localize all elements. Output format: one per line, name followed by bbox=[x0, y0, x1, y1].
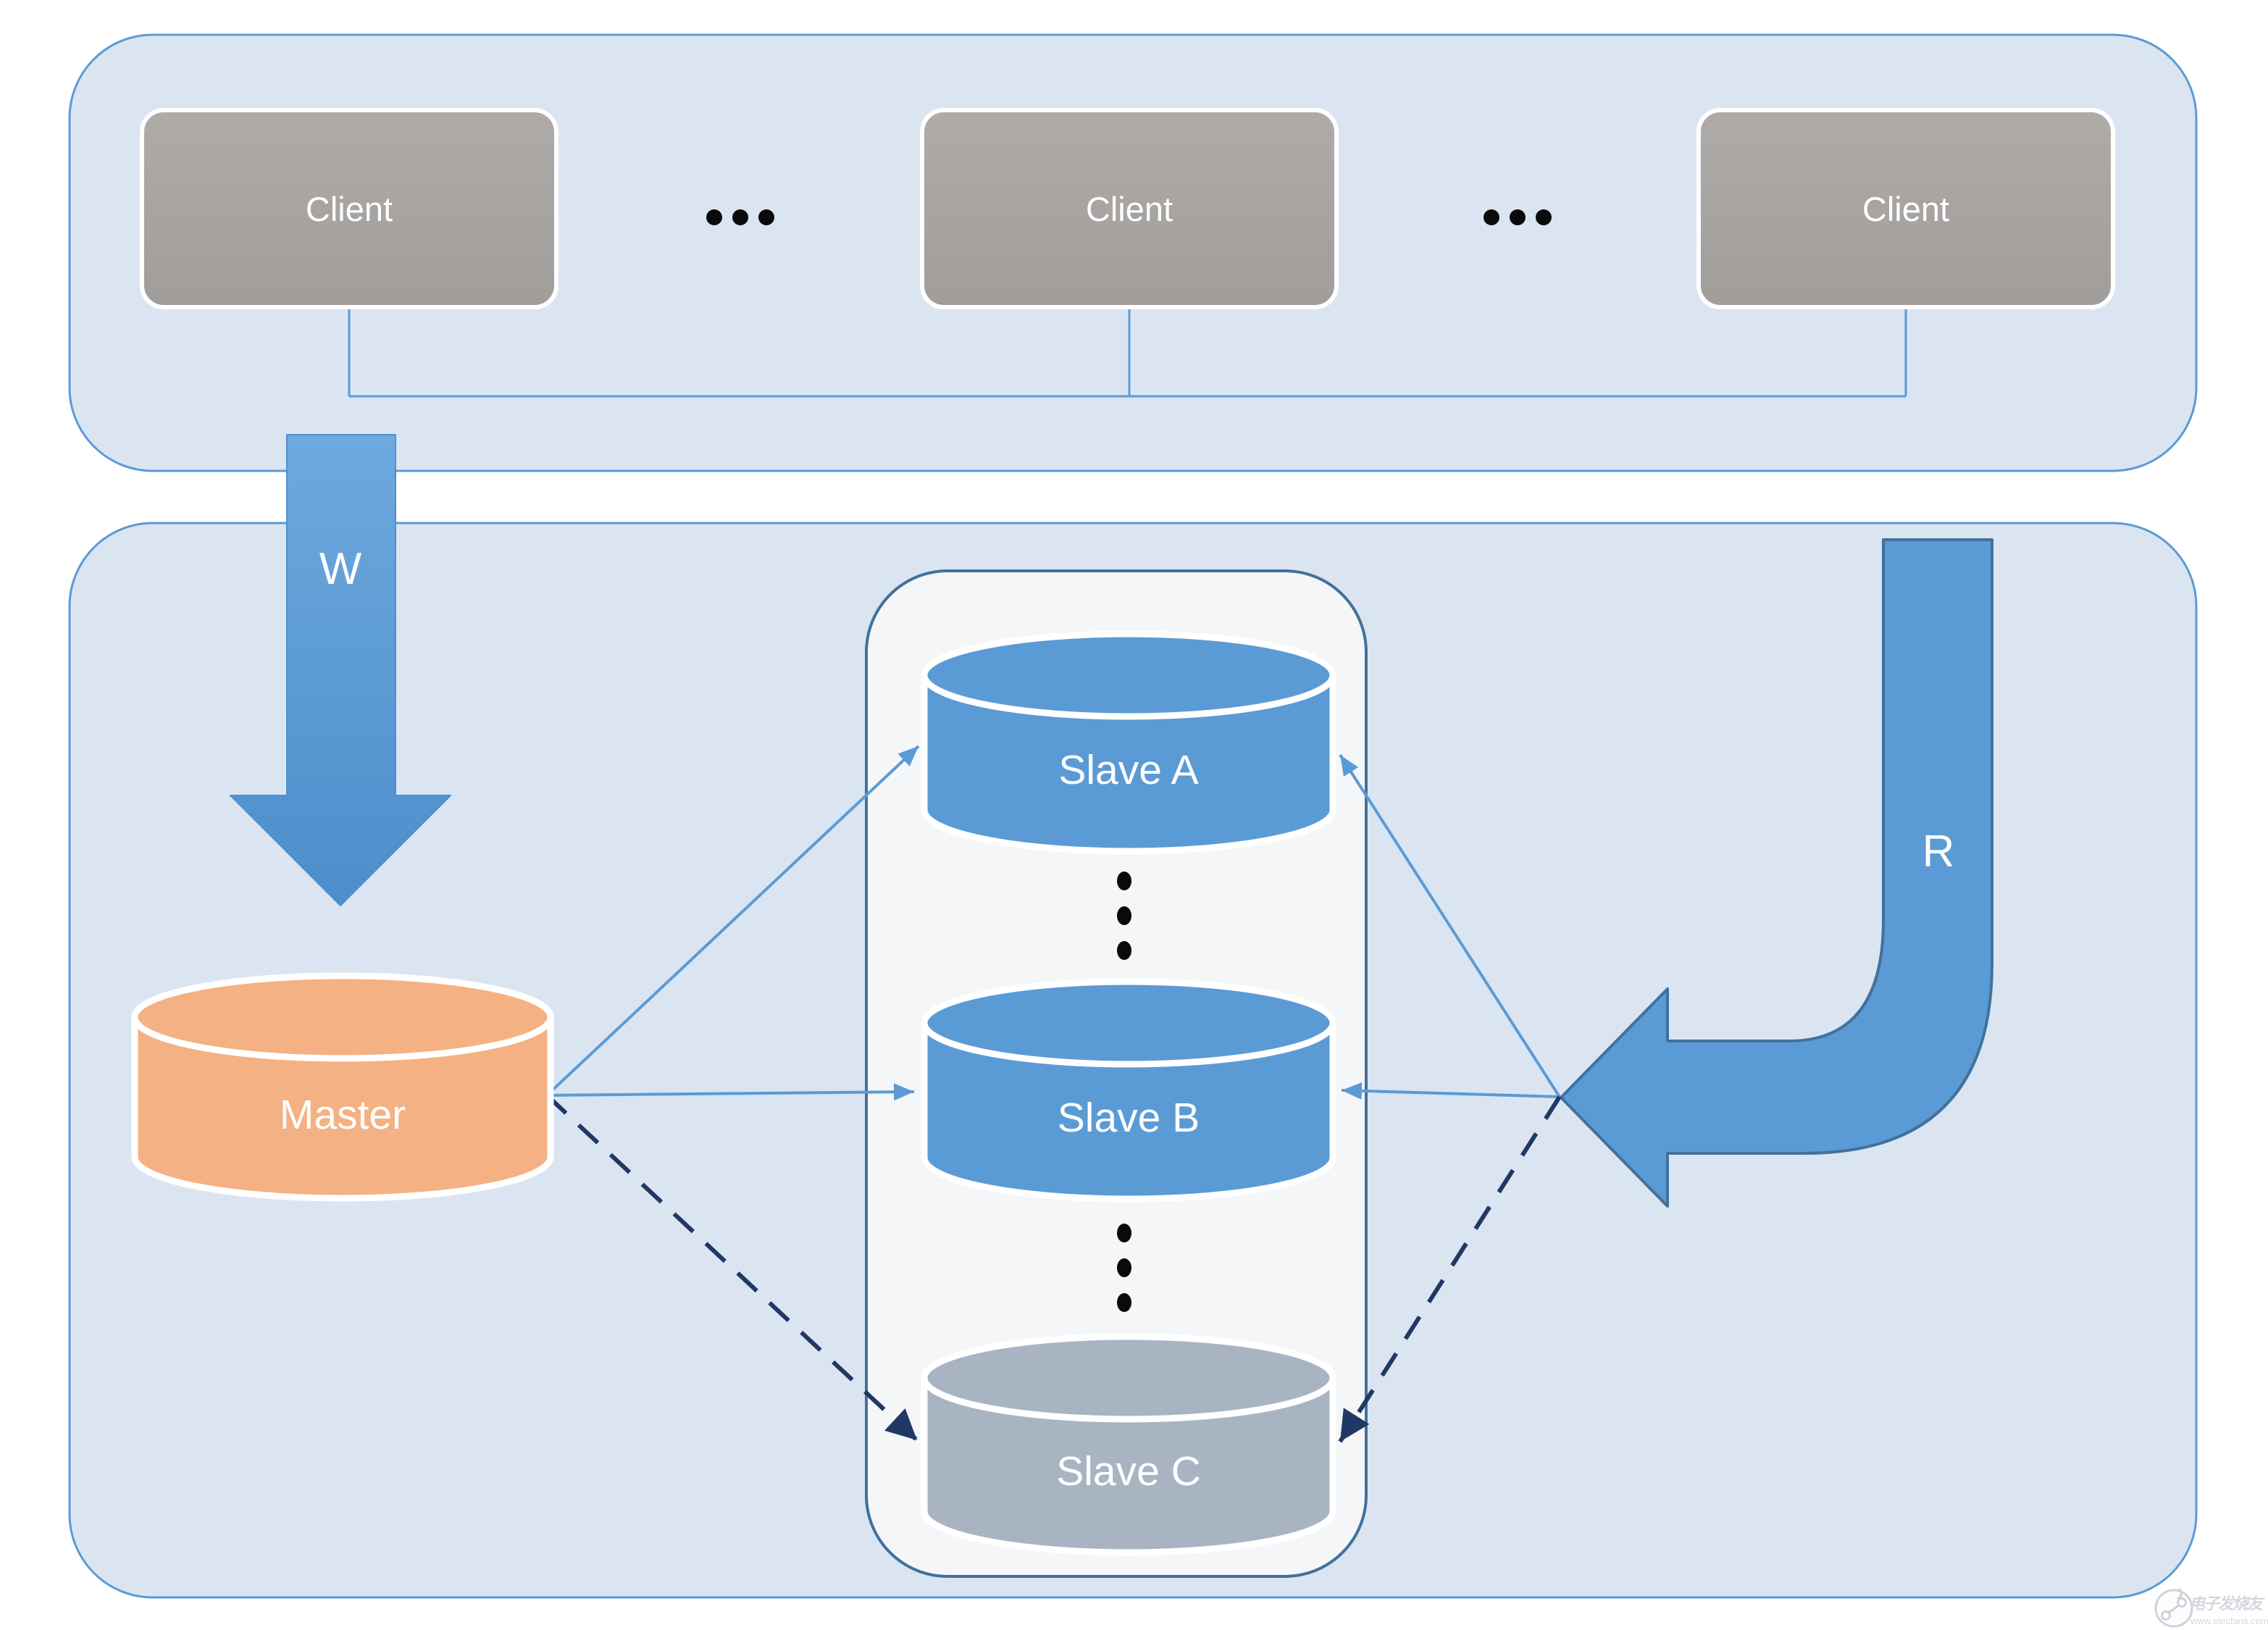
read-to-slave-b-line bbox=[1341, 1082, 1560, 1100]
watermark-url-text: www.elecfans.com bbox=[2190, 1616, 2268, 1626]
slave-b-db: Slave B bbox=[921, 978, 1336, 1203]
replication-links bbox=[545, 745, 1562, 1443]
watermark: 电子发烧友 www.elecfans.com bbox=[2154, 1587, 2268, 1628]
master-db-lid bbox=[131, 972, 554, 1062]
slave-c-db-lid bbox=[921, 1333, 1336, 1423]
client-nodes: Client Client Client bbox=[140, 108, 2115, 309]
read-arrow-label: R bbox=[1922, 827, 1955, 877]
slave-b-db-lid bbox=[921, 978, 1336, 1068]
slave-c-db-label: Slave C bbox=[1056, 1448, 1201, 1495]
slave-b-db-label: Slave B bbox=[1058, 1095, 1200, 1141]
write-arrow-label: W bbox=[319, 544, 362, 594]
master-to-slave-b-line bbox=[546, 1083, 915, 1101]
watermark-brand-text: 电子发烧友 bbox=[2189, 1595, 2265, 1613]
write-arrow-shape bbox=[230, 434, 451, 906]
write-arrow: W bbox=[230, 434, 451, 906]
client-node-2 bbox=[920, 108, 1339, 309]
read-arrow: R bbox=[1560, 538, 1993, 1208]
client-bus-lines bbox=[348, 307, 1907, 398]
client-node-1 bbox=[140, 108, 558, 309]
master-to-slave-a-line bbox=[545, 745, 920, 1097]
slave-c-db: Slave C bbox=[921, 1333, 1336, 1556]
client-label-3: Client bbox=[1862, 190, 1949, 228]
client-node-3 bbox=[1696, 108, 2115, 309]
slave-a-db: Slave A bbox=[921, 630, 1336, 855]
read-to-slave-a-line bbox=[1339, 753, 1561, 1098]
slave-a-db-lid bbox=[921, 630, 1336, 720]
slave-ellipsis-dots bbox=[1117, 872, 1131, 1312]
read-arrow-shape bbox=[1560, 538, 1993, 1208]
read-to-slave-c-dashed-line bbox=[1338, 1095, 1562, 1443]
client-label-2: Client bbox=[1086, 190, 1173, 228]
slave-a-db-label: Slave A bbox=[1058, 747, 1198, 793]
master-db-label: Master bbox=[280, 1092, 406, 1138]
client-label-1: Client bbox=[306, 190, 393, 228]
client-ellipsis-dots bbox=[706, 209, 1552, 225]
master-db: Master bbox=[131, 972, 554, 1202]
